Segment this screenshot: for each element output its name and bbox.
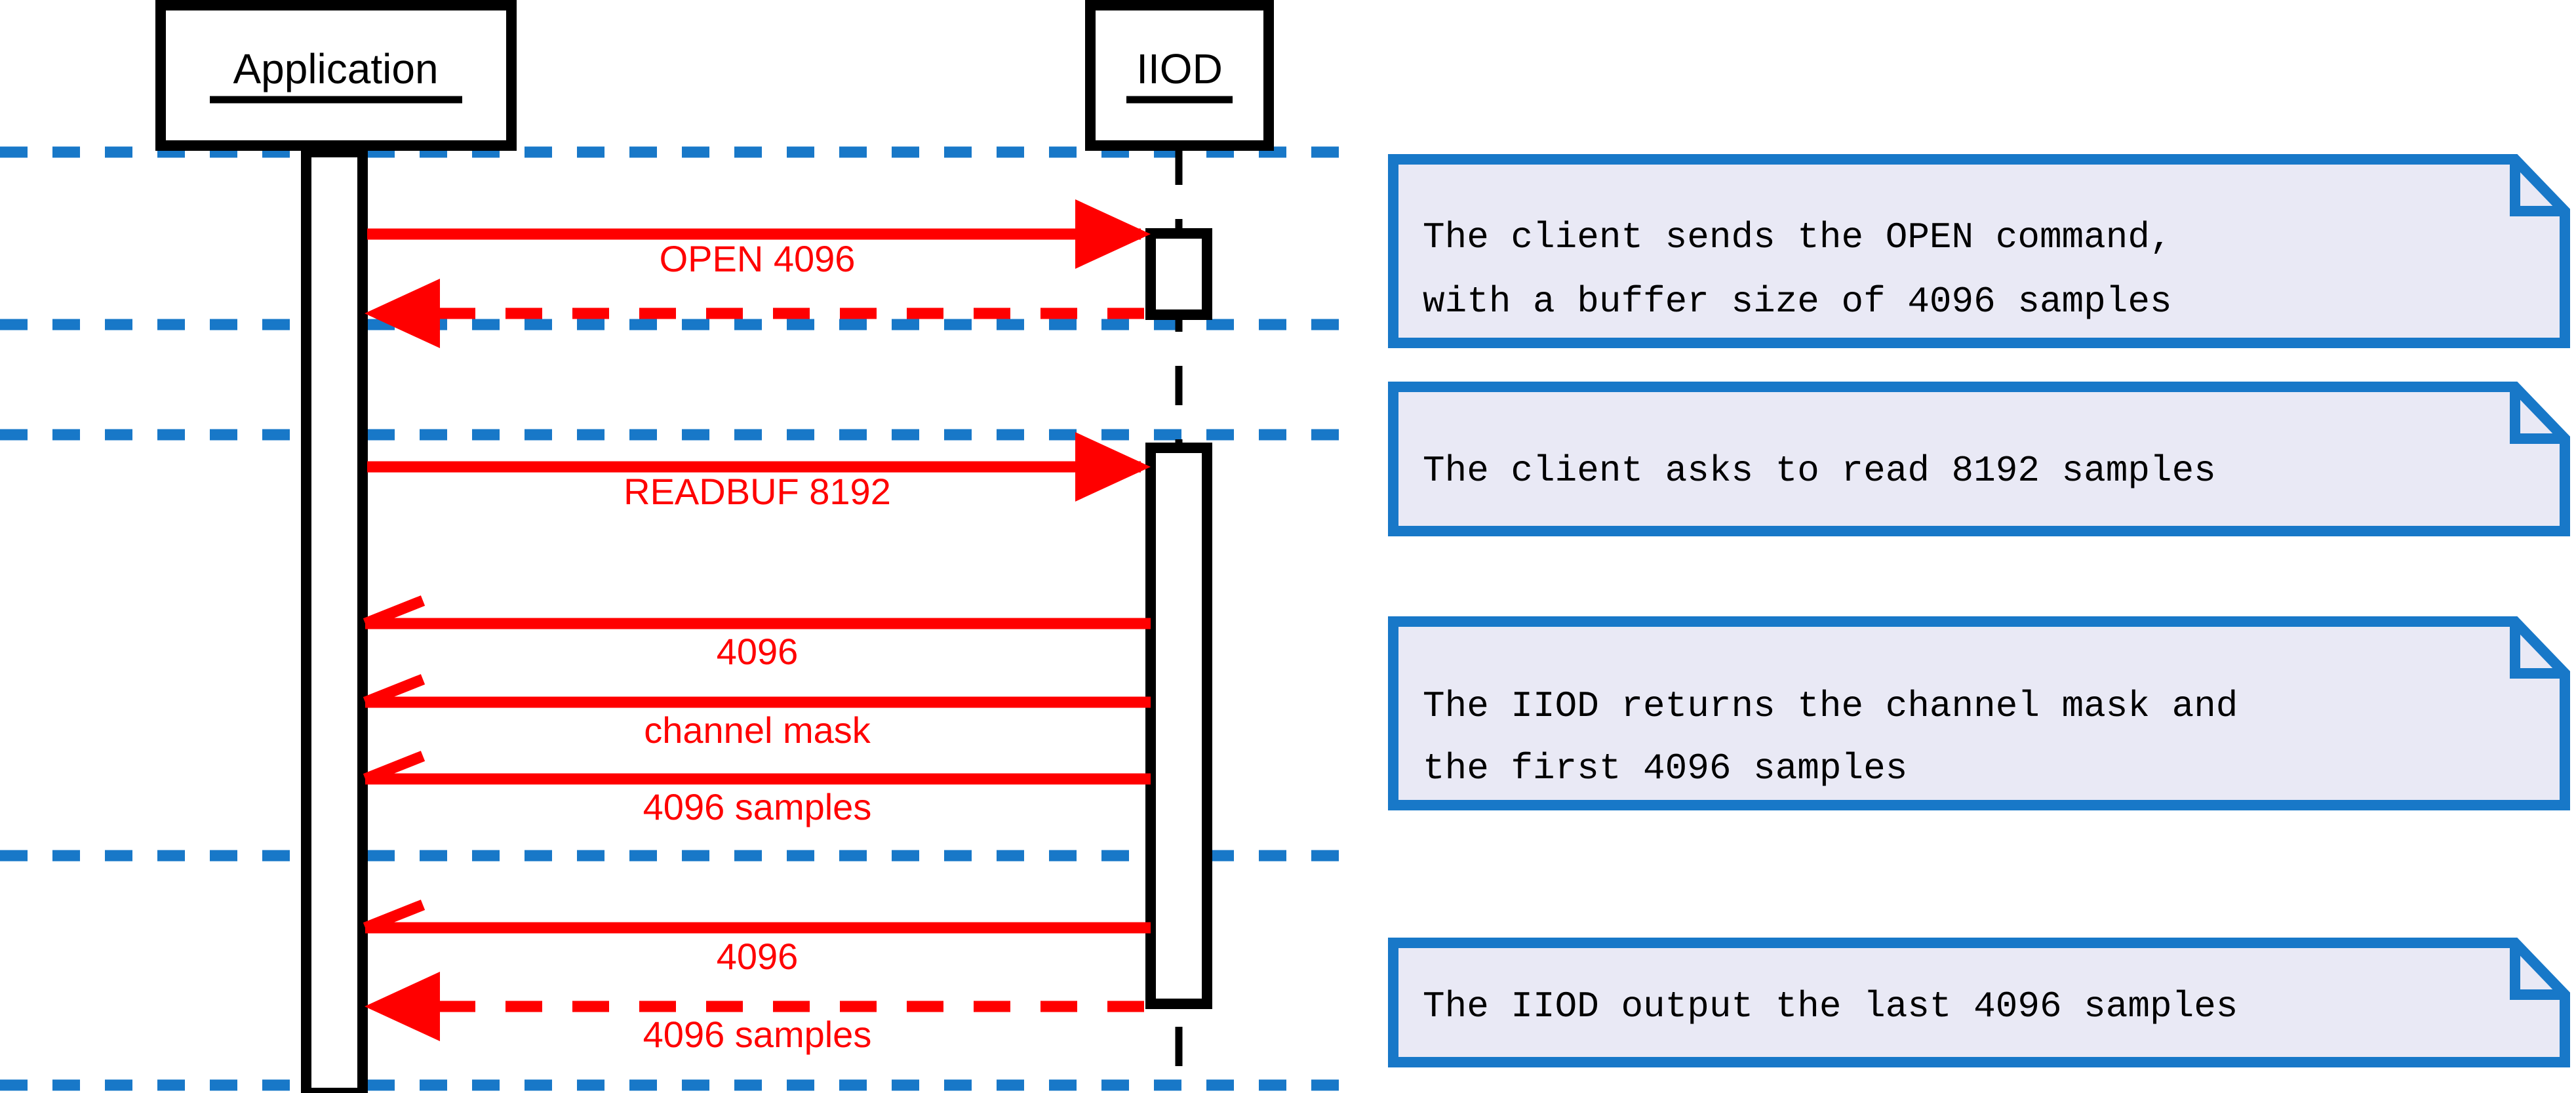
- arrowhead-open-left-icon: [363, 900, 426, 933]
- note-line: The client asks to read 8192 samples: [1423, 450, 2216, 492]
- arrowhead-filled-left-icon: [365, 279, 440, 348]
- message-open-4096[interactable]: OPEN 4096: [367, 199, 1151, 279]
- lifeline-application: [301, 146, 368, 1093]
- message-4096-samples-second[interactable]: 4096 samples: [365, 972, 1144, 1055]
- message-open-return[interactable]: [365, 279, 1144, 348]
- application-activation-bar: [301, 147, 368, 1093]
- note-corner-fold-icon: [2510, 622, 2565, 679]
- arrowhead-filled-right-icon: [1075, 199, 1151, 269]
- message-label: READBUF 8192: [624, 471, 891, 512]
- arrowhead-open-left-icon: [363, 674, 426, 707]
- arrowhead-filled-left-icon: [365, 972, 440, 1041]
- message-4096-first[interactable]: 4096: [363, 595, 1151, 672]
- note-line: with a buffer size of 4096 samples: [1423, 281, 2172, 323]
- note-shape: [1388, 938, 2570, 1067]
- note-line: the first 4096 samples: [1423, 747, 1907, 789]
- participant-box-iiod[interactable]: IIOD: [1085, 0, 1274, 151]
- message-label: 4096: [717, 631, 799, 672]
- arrowhead-filled-right-icon: [1075, 432, 1151, 502]
- application-box-label: Application: [233, 45, 438, 92]
- message-readbuf-8192[interactable]: READBUF 8192: [367, 432, 1151, 512]
- note-last-samples[interactable]: The IIOD output the last 4096 samples: [1388, 938, 2570, 1067]
- note-corner-fold-icon: [2510, 943, 2565, 1000]
- note-line: The IIOD output the last 4096 samples: [1423, 985, 2238, 1027]
- note-corner-fold-icon: [2510, 387, 2565, 444]
- message-label: OPEN 4096: [660, 238, 856, 279]
- note-line: The IIOD returns the channel mask and: [1423, 685, 2238, 727]
- note-shape: [1388, 382, 2570, 536]
- note-channel-mask-return[interactable]: The IIOD returns the channel mask and th…: [1388, 616, 2570, 810]
- arrowhead-open-left-icon: [363, 751, 426, 784]
- note-line: The client sends the OPEN command,: [1423, 216, 2172, 258]
- iiod-box-label: IIOD: [1136, 45, 1223, 92]
- note-read-request[interactable]: The client asks to read 8192 samples: [1388, 382, 2570, 536]
- iiod-box-rect: [1085, 0, 1274, 151]
- message-label: 4096 samples: [643, 1014, 872, 1055]
- iiod-activation-bar-2: [1145, 443, 1212, 1009]
- separator-lines: [0, 146, 1354, 1091]
- arrowhead-open-left-icon: [363, 595, 426, 629]
- participant-box-application[interactable]: Application: [155, 0, 517, 151]
- note-shape: [1388, 154, 2570, 348]
- note-shape: [1388, 616, 2570, 810]
- message-channel-mask[interactable]: channel mask: [363, 674, 1151, 751]
- lifeline-iiod: [1145, 146, 1212, 1093]
- message-label: channel mask: [644, 709, 871, 751]
- message-4096-second[interactable]: 4096: [363, 900, 1151, 977]
- note-corner-fold-icon: [2510, 159, 2565, 216]
- note-open-command[interactable]: The client sends the OPEN command, with …: [1388, 154, 2570, 348]
- message-label: 4096: [717, 936, 799, 977]
- application-box-rect: [155, 0, 517, 151]
- message-label: 4096 samples: [643, 786, 872, 827]
- iiod-activation-bar-1: [1145, 228, 1212, 320]
- message-4096-samples-first[interactable]: 4096 samples: [363, 751, 1151, 827]
